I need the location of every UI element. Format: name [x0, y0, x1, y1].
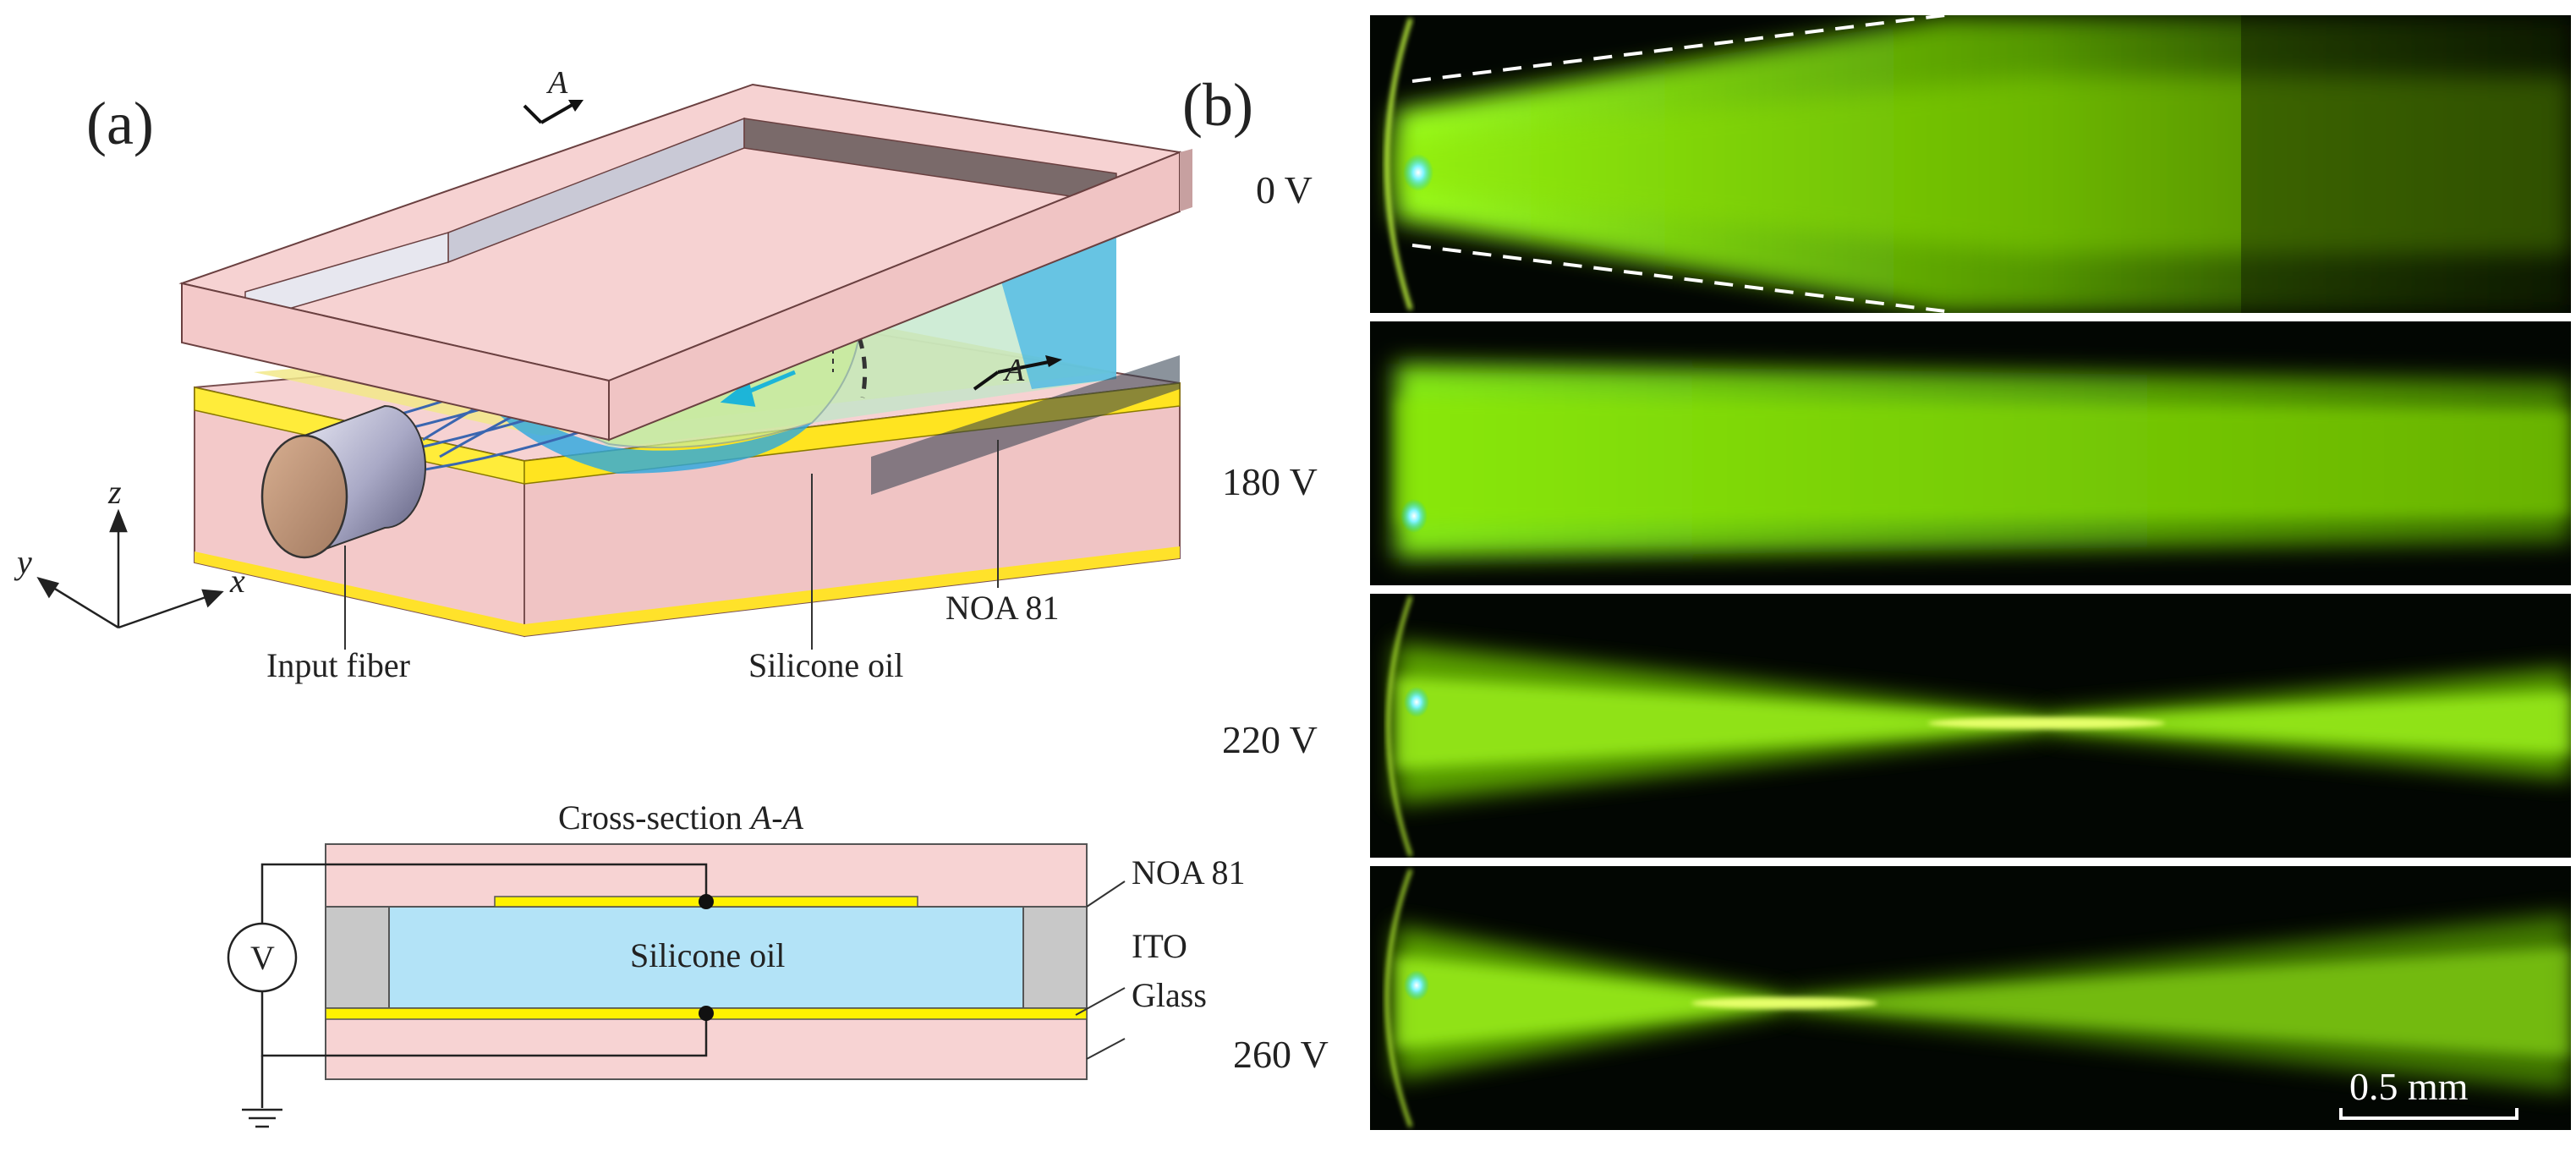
- cs-label-noa81: NOA 81: [1132, 853, 1245, 891]
- section-marker-top: A: [523, 65, 584, 124]
- cs-node-top: [699, 894, 714, 909]
- panel-b-label: (b): [1182, 71, 1253, 139]
- cs-circuit: [242, 863, 708, 1128]
- cs-oil-label: Silicone oil: [630, 936, 785, 974]
- voltage-label-220: 220 V: [1222, 718, 1318, 761]
- micrograph-0v: [1370, 15, 2571, 313]
- voltmeter-icon: [227, 922, 298, 993]
- scale-bar: [2339, 1108, 2518, 1120]
- cross-section-title: Cross-section A-A: [558, 798, 804, 837]
- voltage-label-180: 180 V: [1222, 460, 1318, 503]
- cs-spacer-left: [325, 906, 390, 1009]
- cs-label-glass: Glass: [1132, 976, 1207, 1014]
- cs-label-ito: ITO: [1132, 927, 1187, 965]
- ito-stripe-front: [195, 551, 524, 636]
- axis-z-label: z: [107, 473, 122, 511]
- cs-leaders: [1075, 880, 1126, 1060]
- label-noa81: NOA 81: [945, 589, 1059, 627]
- coordinate-axes: [36, 508, 224, 629]
- axis-x-label: x: [229, 562, 245, 600]
- micrograph-260v: [1370, 866, 2571, 1130]
- input-fiber-shape: [260, 404, 426, 559]
- voltage-label-260: 260 V: [1233, 1033, 1329, 1076]
- voltage-label-0: 0 V: [1256, 168, 1313, 211]
- cross-section: Cross-section A-A Silicone oil V NOA 81 …: [227, 798, 1245, 1128]
- section-marker-right: A: [973, 353, 1062, 391]
- section-marker-right-label: A: [1002, 353, 1025, 388]
- cs-oil: [388, 906, 1024, 1009]
- channel-slot: [871, 355, 1180, 495]
- device-3d: A A: [178, 65, 1192, 650]
- panel-a-label: (a): [86, 90, 154, 157]
- ito-stripe-right: [524, 546, 1180, 636]
- cs-spacer-right: [1022, 906, 1088, 1009]
- leader-lines: [344, 440, 999, 650]
- micrograph-180v: [1370, 321, 2571, 585]
- axis-y-label: y: [14, 543, 32, 581]
- top-frame-right-end: [1180, 149, 1192, 211]
- section-marker-top-label: A: [545, 65, 568, 101]
- micrograph-220v: [1370, 594, 2571, 858]
- cs-node-bottom: [699, 1006, 714, 1021]
- label-silicone-oil: Silicone oil: [748, 646, 903, 684]
- scale-bar-label: 0.5 mm: [2349, 1065, 2469, 1108]
- label-input-fiber: Input fiber: [266, 646, 410, 684]
- voltmeter-label: V: [250, 939, 275, 977]
